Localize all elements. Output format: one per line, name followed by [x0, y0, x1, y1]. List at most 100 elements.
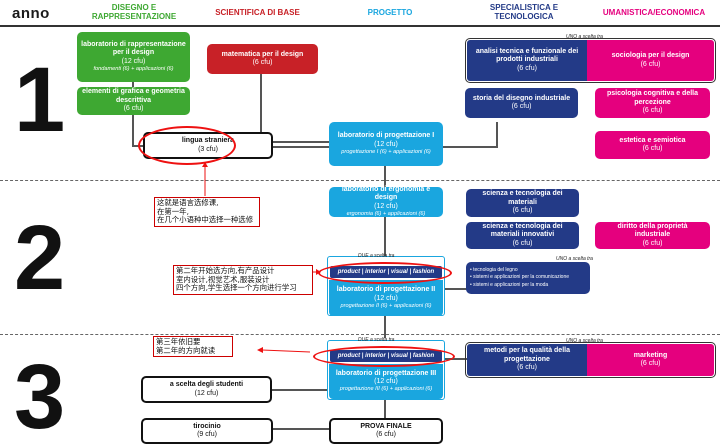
- marketing-box[interactable]: marketing (6 cfu): [587, 344, 714, 376]
- box-cfu: (12 cfu): [374, 140, 398, 148]
- scelta-studenti-box[interactable]: a scelta degli studenti (12 cfu): [141, 376, 272, 403]
- group-label: DUE a scelta tra: [358, 253, 395, 259]
- box-cfu: (9 cfu): [197, 431, 217, 438]
- column-header-specialistica: SPECIALISTICA E TECNOLOGICA: [489, 3, 559, 21]
- box-title: tirocinio: [193, 422, 221, 430]
- box-cfu: (6 cfu): [642, 239, 663, 247]
- connector-line: [260, 74, 262, 146]
- connector-line: [273, 428, 329, 430]
- metodi-qualita-box[interactable]: metodi per la qualità della progettazion…: [467, 344, 587, 376]
- box-title: analisi tecnica e funzionale dei prodott…: [475, 47, 579, 64]
- note-line: 在几个小语种中选择一种选修: [157, 215, 254, 225]
- box-title: psicologia cognitiva e della percezione: [606, 90, 699, 106]
- box-cfu: (6 cfu): [376, 431, 396, 438]
- note-line: 这就是语言选修课,: [157, 198, 219, 207]
- column-header-disegno: DISEGNO E RAPPRESENTAZIONE: [91, 3, 177, 21]
- storia-disegno-box[interactable]: storia del disegno industriale (6 cfu): [465, 88, 578, 118]
- box-cfu: (6 cfu): [640, 360, 661, 367]
- box-cfu: (6 cfu): [123, 105, 144, 113]
- connector-line: [271, 141, 330, 143]
- arrow-head: [316, 269, 321, 275]
- lab-rappresentazione-box[interactable]: laboratorio di rappresentazione per il d…: [77, 32, 190, 82]
- note-line: 第二年开始选方向,有产品设计: [176, 266, 275, 275]
- highlight-ellipse: [138, 126, 236, 165]
- psicologia-box[interactable]: psicologia cognitiva e della percezione …: [595, 88, 710, 118]
- box-subtitle: progettazione I (6) + applicazioni (6): [341, 148, 431, 155]
- box-cfu: (12 cfu): [121, 57, 146, 65]
- header-rule: [0, 25, 720, 27]
- column-header-progetto: PROGETTO: [367, 8, 413, 17]
- connector-line: [384, 398, 386, 418]
- box-cfu: (6 cfu): [511, 103, 532, 110]
- group-label: DUE a scelta tra: [358, 337, 395, 343]
- box-cfu: (6 cfu): [512, 239, 533, 247]
- box-cfu: (6 cfu): [640, 60, 661, 68]
- lab-progettazione-2-box[interactable]: laboratorio di progettazione II (12 cfu)…: [329, 280, 443, 316]
- choice-group-year1: [465, 38, 716, 83]
- connector-line: [260, 146, 330, 148]
- lab-ergonomia-box[interactable]: laboratorio di ergonomia e design (12 cf…: [329, 185, 443, 218]
- estetica-box[interactable]: estetica e semiotica (6 cfu): [595, 131, 710, 159]
- connector-line: [496, 122, 498, 148]
- box-subtitle: progettazione II (6) + applicazioni (6): [340, 302, 432, 309]
- connector-line: [442, 358, 468, 360]
- box-subtitle: progettazione III (6) + applicazioni (6): [339, 386, 433, 393]
- box-cfu: (6 cfu): [512, 207, 533, 215]
- scienza-tecnologia-box[interactable]: scienza e tecnologia dei materiali (6 cf…: [466, 189, 579, 217]
- sociologia-box[interactable]: sociologia per il design (6 cfu): [587, 40, 714, 81]
- connector-line: [384, 316, 386, 338]
- highlight-ellipse: [313, 346, 455, 367]
- box-title: sociologia per il design: [611, 52, 690, 60]
- box-title: metodi per la qualità della progettazion…: [484, 347, 570, 363]
- option-item: • tecnologia del legno: [470, 267, 518, 274]
- arrow-line: [261, 349, 311, 353]
- box-title: storia del disegno industriale: [472, 94, 571, 102]
- group-label: UNO a scelta tra: [556, 256, 593, 262]
- box-title: estetica e semiotica: [619, 136, 686, 144]
- box-title: matematica per il design: [221, 50, 304, 58]
- box-title: a scelta degli studenti: [169, 381, 244, 389]
- connector-line: [443, 146, 496, 148]
- prova-finale-box[interactable]: PROVA FINALE (6 cfu): [329, 418, 443, 444]
- box-title: scienza e tecnologia dei materiali: [482, 190, 563, 206]
- lab-progettazione-3-box[interactable]: laboratorio di progettazione III (12 cfu…: [329, 364, 443, 399]
- box-subtitle: fondamenti (6) + applicazioni (6): [93, 66, 174, 73]
- diritto-box[interactable]: diritto della proprietà industriale (6 c…: [595, 222, 710, 249]
- year-number-1: 1: [14, 49, 66, 151]
- lab-progettazione-1-box[interactable]: laboratorio di progettazione I (12 cfu) …: [329, 122, 443, 166]
- box-cfu: (6 cfu): [642, 107, 663, 115]
- annotation-note-3: 第三年依旧要 第二年的方向就读: [153, 336, 233, 358]
- note-line: 四个方向,学生选择一个方向进行学习: [176, 283, 297, 293]
- note-line: 在第一年,: [157, 206, 189, 216]
- box-cfu: (12 cfu): [374, 202, 398, 210]
- note-line: 第二年的方向就读: [156, 345, 216, 355]
- note-line: 第三年依旧要: [156, 337, 201, 346]
- box-title: laboratorio di rappresentazione per il d…: [81, 40, 186, 57]
- connector-line: [384, 216, 386, 256]
- year-number-3: 3: [14, 346, 66, 446]
- box-subtitle: ergonomia (6) + applicazioni (6): [346, 211, 426, 218]
- tirocinio-box[interactable]: tirocinio (9 cfu): [141, 418, 273, 444]
- box-title: marketing: [633, 351, 668, 359]
- elementi-grafica-box[interactable]: elementi di grafica e geometria descritt…: [77, 87, 190, 115]
- column-header-scientifica: SCIENTIFICA DI BASE: [215, 8, 300, 17]
- box-title: laboratorio di progettazione II: [336, 286, 436, 294]
- box-title: elementi di grafica e geometria descritt…: [82, 88, 185, 104]
- year-divider-1-2: [0, 180, 720, 181]
- anno-header: anno: [12, 5, 50, 22]
- options-list-year2[interactable]: • tecnologia del legno • sistemi e appli…: [466, 262, 590, 294]
- arrow-head: [257, 347, 263, 353]
- column-header-umanistica: UMANISTICA/ECONOMICA: [602, 8, 706, 17]
- option-item: • sistemi e applicazioni per la comunica…: [470, 274, 570, 281]
- arrow-head: [202, 162, 208, 167]
- box-title: laboratorio di progettazione I: [337, 132, 435, 140]
- annotation-note-2: 第二年开始选方向,有产品设计 室内设计,视觉艺术,服装设计 四个方向,学生选择一…: [173, 265, 313, 295]
- box-cfu: (6 cfu): [517, 364, 537, 372]
- matematica-box[interactable]: matematica per il design (6 cfu): [207, 44, 318, 74]
- annotation-note-1: 这就是语言选修课, 在第一年, 在几个小语种中选择一种选修: [154, 197, 260, 227]
- scienza-tecnologia-innovativi-box[interactable]: scienza e tecnologia dei materiali innov…: [466, 222, 579, 249]
- year-number-2: 2: [14, 207, 66, 309]
- analisi-tecnica-box[interactable]: analisi tecnica e funzionale dei prodott…: [467, 40, 587, 81]
- box-title: laboratorio di ergonomia e design: [341, 185, 431, 202]
